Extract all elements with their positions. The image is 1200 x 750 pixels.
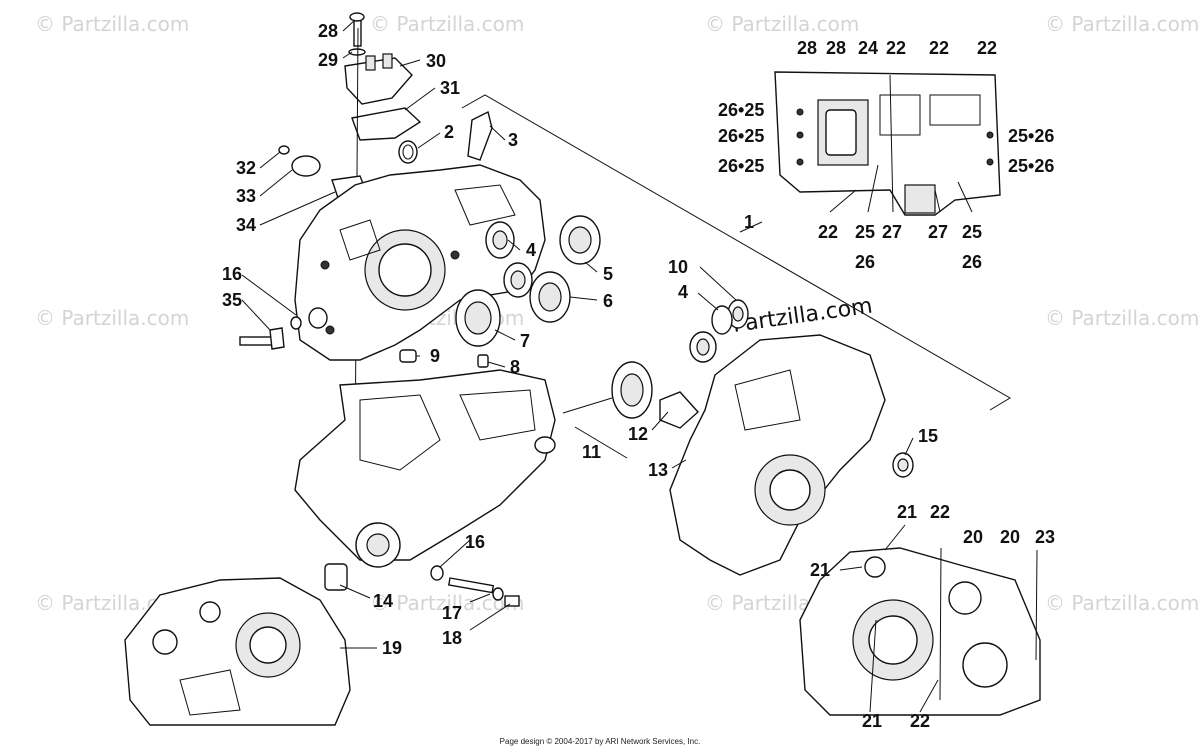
callout-23: 23 — [1035, 527, 1055, 547]
callout-4: 4 — [678, 282, 688, 302]
assembly-bracket — [461, 94, 1011, 459]
callout-22: 22 — [886, 38, 906, 58]
watermark: © Partzilla.com — [35, 12, 189, 36]
callout-22: 22 — [929, 38, 949, 58]
seal-and-hose — [398, 110, 493, 164]
callout-9: 9 — [430, 346, 440, 366]
callout-30: 30 — [426, 51, 446, 71]
callout-5: 5 — [603, 264, 613, 284]
watermark: © Partzilla.com — [370, 12, 524, 36]
callout-16: 16 — [222, 264, 242, 284]
watermark: © Partzilla.com — [705, 12, 859, 36]
callout-26: 26 — [962, 252, 982, 272]
engine-view-left — [124, 577, 351, 726]
engine-view-top-right — [774, 71, 1001, 216]
callout-22: 22 — [930, 502, 950, 522]
footer-copyright: Page design © 2004-2017 by ARI Network S… — [499, 737, 701, 746]
callout-22: 22 — [910, 711, 930, 731]
watermark: © Partzilla.com — [35, 306, 189, 330]
callout-25: 25 — [962, 222, 982, 242]
watermarks: © Partzilla.com © Partzilla.com © Partzi… — [35, 12, 1199, 615]
watermark: © Partzilla.com — [1045, 12, 1199, 36]
leader-lines — [241, 19, 973, 713]
callout-21: 21 — [897, 502, 917, 522]
callout-25-26: 25•26 — [1008, 156, 1054, 176]
top-bolt-cover-group — [344, 12, 422, 471]
callout-33: 33 — [236, 186, 256, 206]
callout-19: 19 — [382, 638, 402, 658]
callout-32: 32 — [236, 158, 256, 178]
callout-15: 15 — [918, 426, 938, 446]
callout-26: 26 — [855, 252, 875, 272]
callout-3: 3 — [508, 130, 518, 150]
right-crankcase-half — [669, 334, 914, 576]
callout-1: 1 — [744, 212, 754, 232]
callout-22: 22 — [977, 38, 997, 58]
callout-17: 17 — [442, 603, 462, 623]
watermark: © Partzilla.com — [1045, 306, 1199, 330]
callout-28: 28 — [797, 38, 817, 58]
callout-26-25: 26•25 — [718, 126, 764, 146]
callout-16: 16 — [465, 532, 485, 552]
callout-26-25: 26•25 — [718, 156, 764, 176]
callout-21: 21 — [810, 560, 830, 580]
callout-24: 24 — [858, 38, 878, 58]
callout-20: 20 — [963, 527, 983, 547]
callout-21: 21 — [862, 711, 882, 731]
callout-10: 10 — [668, 257, 688, 277]
callout-34: 34 — [236, 215, 256, 235]
callout-27: 27 — [928, 222, 948, 242]
callout-31: 31 — [440, 78, 460, 98]
callout-29: 29 — [318, 50, 338, 70]
callout-22: 22 — [818, 222, 838, 242]
left-crankcase-half — [294, 164, 546, 361]
callout-27: 27 — [882, 222, 902, 242]
callouts: 28 29 30 31 2 3 32 33 34 4 5 6 16 35 7 9… — [222, 21, 1055, 731]
callout-18: 18 — [442, 628, 462, 648]
callout-12: 12 — [628, 424, 648, 444]
dowel-pins — [399, 349, 489, 368]
callout-13: 13 — [648, 460, 668, 480]
lower-crankcase-half — [294, 369, 556, 568]
callout-7: 7 — [520, 331, 530, 351]
callout-26-25: 26•25 — [718, 100, 764, 120]
bearings-group — [455, 215, 601, 347]
callout-20: 20 — [1000, 527, 1020, 547]
callout-8: 8 — [510, 357, 520, 377]
watermark: © Partzilla.com — [1045, 591, 1199, 615]
callout-35: 35 — [222, 290, 242, 310]
callout-14: 14 — [373, 591, 393, 611]
callout-6: 6 — [603, 291, 613, 311]
callout-28: 28 — [826, 38, 846, 58]
callout-11: 11 — [582, 442, 601, 462]
callout-2: 2 — [444, 122, 454, 142]
engine-view-bottom-right — [799, 547, 1041, 716]
callout-25-26: 25•26 — [1008, 126, 1054, 146]
callout-4: 4 — [526, 240, 536, 260]
drain-bolt-35 — [239, 307, 328, 350]
lower-bolts — [324, 563, 520, 607]
callout-25: 25 — [855, 222, 875, 242]
callout-28: 28 — [318, 21, 338, 41]
